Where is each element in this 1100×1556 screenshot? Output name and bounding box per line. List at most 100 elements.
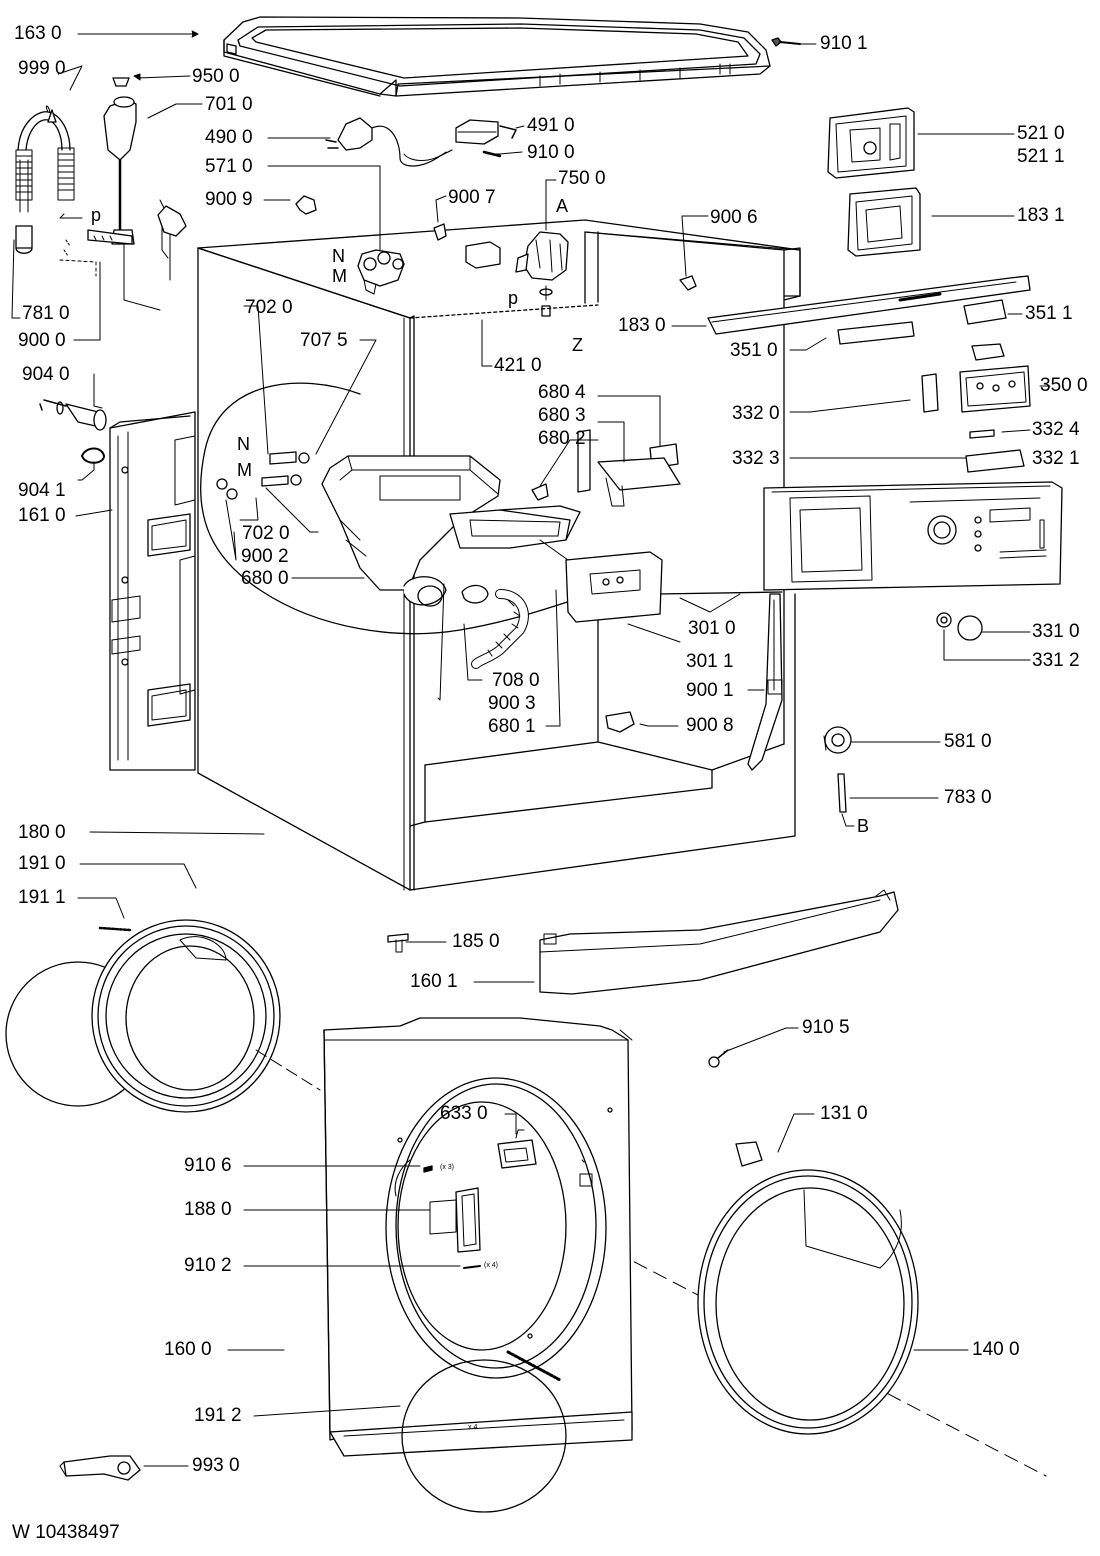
foot-185-0 <box>387 933 409 953</box>
part-label: 140 0 <box>972 1339 1020 1360</box>
part-label: 163 0 <box>14 23 62 44</box>
part-label: 900 7 <box>448 187 496 208</box>
part-label: 183 1 <box>1017 205 1065 226</box>
knob-331 <box>936 612 983 641</box>
door-hinge <box>429 1187 481 1253</box>
inlet-funnel <box>59 96 187 311</box>
bracket-900-1 <box>747 593 783 771</box>
part-label: 131 0 <box>820 1103 868 1124</box>
part-label: 904 0 <box>22 364 70 385</box>
part-label: 993 0 <box>192 1455 240 1476</box>
part-label: 633 0 <box>440 1103 488 1124</box>
part-label: 910 0 <box>527 142 575 163</box>
connector-351-1 <box>963 299 1007 325</box>
kickplate <box>539 889 899 995</box>
marker-letter: N <box>237 434 250 454</box>
part-label: 161 0 <box>18 505 66 526</box>
part-label: 680 2 <box>538 428 586 449</box>
control-module-521 <box>827 107 915 179</box>
marker-letter: M <box>332 266 347 286</box>
clip-900-8 <box>605 711 635 733</box>
suppressor-filter <box>455 119 517 158</box>
axis-line-left <box>255 1049 321 1091</box>
suppressor-block <box>465 241 501 269</box>
marker-letter: B <box>857 816 870 836</box>
part-label: 301 0 <box>688 618 736 639</box>
switch-332-1 <box>965 449 1025 473</box>
pressure-pump <box>515 231 569 317</box>
door-ring-left <box>5 919 281 1113</box>
part-label: 191 1 <box>18 887 66 908</box>
part-label: 350 0 <box>1040 375 1088 396</box>
power-cord <box>325 117 453 167</box>
seal-904-1 <box>81 447 105 464</box>
part-label: 331 2 <box>1032 650 1080 671</box>
part-label: 332 4 <box>1032 419 1080 440</box>
part-label: 351 0 <box>730 340 778 361</box>
door-ring-right <box>697 1169 919 1435</box>
tube-783-0 <box>837 773 847 813</box>
marker-letter: p <box>508 288 519 308</box>
top-cover <box>223 16 771 97</box>
part-label: 680 3 <box>538 405 586 426</box>
part-label: 750 0 <box>558 168 606 189</box>
connector-351-0 <box>837 321 915 345</box>
screw-910-1 <box>771 37 801 47</box>
part-label: 900 0 <box>18 330 66 351</box>
part-label: 183 0 <box>618 315 666 336</box>
part-label: 707 5 <box>300 330 348 351</box>
dispenser-assembly <box>216 429 681 669</box>
part-label: 191 0 <box>18 853 66 874</box>
marker-letter: N <box>332 246 345 266</box>
part-label: 900 3 <box>488 693 536 714</box>
part-label: 521 1 <box>1017 146 1065 167</box>
part-label: 999 0 <box>18 58 66 79</box>
cutaway-outline <box>200 382 591 635</box>
inlet-hose <box>15 105 75 254</box>
switch-332-0 <box>921 373 939 413</box>
clip-900-9 <box>295 195 317 215</box>
pressure-switch <box>823 726 852 754</box>
part-label: 900 1 <box>686 680 734 701</box>
part-label: 781 0 <box>22 303 70 324</box>
clip-900-7 <box>433 223 447 241</box>
quantity-note: (x 3) <box>440 1164 454 1171</box>
document-code: W 10438497 <box>12 1522 120 1543</box>
quantity-note: (x 4) <box>484 1262 498 1269</box>
part-label: 904 1 <box>18 480 66 501</box>
marker-letter: A <box>556 196 569 216</box>
part-label: 910 1 <box>820 33 868 54</box>
inlet-valve <box>357 249 405 295</box>
part-label: 680 4 <box>538 382 586 403</box>
part-label: 185 0 <box>452 931 500 952</box>
plug-950-0 <box>112 77 130 87</box>
control-rail <box>707 275 1031 335</box>
leader-lines <box>11 30 1051 1467</box>
part-label: 708 0 <box>492 670 540 691</box>
electronic-board <box>959 365 1031 413</box>
part-label: 910 2 <box>184 1255 232 1276</box>
part-label: 680 1 <box>488 716 536 737</box>
part-label: 521 0 <box>1017 123 1065 144</box>
front-panel <box>323 1017 633 1457</box>
marker-letter: M <box>237 460 252 480</box>
part-label: 351 1 <box>1025 303 1073 324</box>
part-label: 581 0 <box>944 731 992 752</box>
part-label: 910 5 <box>802 1017 850 1038</box>
screw-910-5 <box>708 1049 729 1068</box>
part-label: 702 0 <box>242 523 290 544</box>
quantity-note: x 4 <box>468 1424 478 1431</box>
part-label: 160 0 <box>164 1339 212 1360</box>
part-label: 421 0 <box>494 355 542 376</box>
spring-191-2 <box>401 1350 567 1513</box>
door-lock <box>497 1129 537 1169</box>
relay <box>971 343 1005 361</box>
clip-900-6 <box>679 275 697 291</box>
part-label: 701 0 <box>205 94 253 115</box>
part-label: 331 0 <box>1032 621 1080 642</box>
marker-letter: p <box>91 205 102 225</box>
part-label: 910 6 <box>184 1155 232 1176</box>
part-label: 680 0 <box>241 568 289 589</box>
part-label: 160 1 <box>410 971 458 992</box>
